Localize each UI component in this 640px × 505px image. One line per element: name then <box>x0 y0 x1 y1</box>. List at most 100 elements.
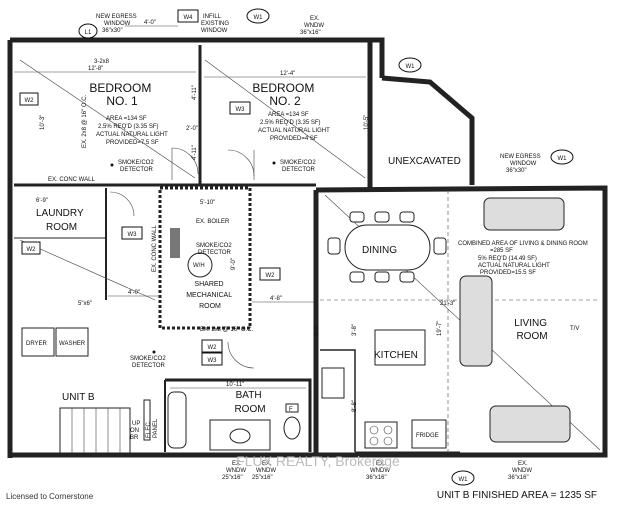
tag-w1-bottom-text: W1 <box>459 477 469 483</box>
stair <box>59 407 131 454</box>
unit-label: UNIT B <box>62 392 95 403</box>
sofa-top <box>483 197 565 231</box>
tag-w2-bath-text: W2 <box>208 345 218 351</box>
license-label: Licensed to Cornerstone <box>6 492 94 501</box>
tag-w2-b1: W2 <box>19 92 39 106</box>
fridge-label: FRIDGE <box>416 433 439 439</box>
living-dining-info: COMBINED AREA OF LIVING & DINING ROOM =2… <box>458 241 589 276</box>
tag-w3-b2-text: W3 <box>236 107 246 113</box>
dim-9-0: 9'-0" <box>231 258 237 270</box>
corridor-detector: SMOKE/CO2 DETECTOR <box>130 356 167 369</box>
ref-line-laundry <box>19 239 156 301</box>
top-outer-wall <box>10 37 385 78</box>
vanity <box>209 419 271 451</box>
dim-12-8: 12'-8" <box>88 66 103 72</box>
dim-10-5: 10'-5" <box>364 115 370 130</box>
tag-w2-b1-text: W2 <box>25 98 35 104</box>
stove <box>364 421 398 449</box>
tag-w1-top-text: W1 <box>254 15 264 21</box>
dim-3-8: 3'-8" <box>352 324 358 336</box>
window-notes: NEW EGRESS WINDOW 36"x30" INFILL EXISTIN… <box>96 14 542 481</box>
note-new-egress-right: NEW EGRESS WINDOW 36"x30" <box>500 154 542 174</box>
water-heater <box>187 252 213 278</box>
watermark: FLUX REALTY, Brokerage <box>236 453 400 469</box>
washer <box>55 327 89 357</box>
boiler <box>170 228 180 258</box>
note-conc-wall-b1: EX. CONC WALL <box>48 177 95 183</box>
tag-w3-b2: W3 <box>229 101 251 115</box>
kitchen-sink <box>321 367 345 399</box>
note-infill-window: INFILL EXISTING WINDOW <box>201 14 231 34</box>
note-ex-wndw-bath2: EX. WNDW 25"x16" <box>252 461 278 481</box>
floor-drain <box>285 403 299 413</box>
tag-w1-right-text: W1 <box>406 64 416 70</box>
dining-area: DINING <box>327 211 447 283</box>
dim-19-7: 19'-7" <box>437 321 443 336</box>
elec-panel-label: ELEC. PANEL <box>146 418 159 438</box>
dimensions: 4'-0" 12'-8" 12'-4" 10'-3" 4'-11" 4'-11"… <box>14 20 455 412</box>
bathroom: BATH ROOM F <box>167 390 301 451</box>
door-b1 <box>171 147 199 175</box>
tag-w3-bath: W3 <box>201 352 223 366</box>
dim-10-3: 10'-3" <box>40 115 46 130</box>
detector-dot-b1 <box>110 163 114 167</box>
dim-10-11: 10'-11" <box>226 382 244 388</box>
note-joist-top: 3-2x8 <box>94 59 110 65</box>
dining-label: DINING <box>362 245 397 256</box>
tag-w1-egress: W1 <box>550 149 574 165</box>
ref-line-b1 <box>19 59 196 179</box>
bedroom-2: BEDROOM NO. 2 AREA =134 SF 2.5% REQ'D (3… <box>252 81 331 173</box>
dim-12-4: 12'-4" <box>280 71 295 77</box>
dim-4-11b: 4'-11" <box>192 145 198 160</box>
note-ex-wndw-kitchen: EX. WNDW 36"x16" <box>366 461 392 481</box>
bedroom-1-info: AREA =134 SF 2.5% REQ'D (3.35 SF) ACTUAL… <box>96 116 169 146</box>
dryer-label: DRYER <box>26 341 48 347</box>
dim-5-10: 5'-10" <box>200 200 215 206</box>
note-new-egress-top: NEW EGRESS WINDOW 36"x30" <box>96 14 138 34</box>
tag-l1-text: L1 <box>85 30 92 36</box>
window-tags: L1 W4 W1 W1 W2 W3 W1 W3 <box>19 8 574 486</box>
fridge <box>411 419 447 449</box>
dim-8-8: 8'-8" <box>352 400 358 412</box>
tag-w2-mech-text: W2 <box>266 273 276 279</box>
tag-w2-mech: W2 <box>259 267 281 281</box>
tv-label: T/V <box>570 326 579 332</box>
bedroom-1-name: BEDROOM NO. 1 <box>89 81 154 108</box>
dim-6-9: 6'-9" <box>36 198 48 204</box>
bath-wall <box>165 378 312 452</box>
tag-l1: L1 <box>78 23 98 39</box>
dim-4-0-mid: 4'-0" <box>128 290 140 296</box>
mechanical-room: EX. BOILER W/H SMOKE/CO2 DETECTOR SHARED… <box>170 219 234 310</box>
tag-w2-laundry: W2 <box>21 241 41 255</box>
note-ex-wndw-living: EX. WNDW 36"x16" <box>508 461 534 481</box>
tag-w3-laundry: W3 <box>121 226 143 240</box>
kitchen-area: KITCHEN FRIDGE <box>321 329 447 449</box>
mech-name: SHARED MECHANICAL ROOM <box>186 281 234 310</box>
door-bath <box>227 341 255 369</box>
stair-treads <box>71 408 121 453</box>
dining-table <box>344 224 431 271</box>
kitchen-label: KITCHEN <box>374 350 418 361</box>
laundry-room: LAUNDRY ROOM DRYER WASHER <box>21 208 89 357</box>
washer-label: WASHER <box>59 341 86 347</box>
laundry-name: LAUNDRY ROOM <box>36 208 86 233</box>
living-outer-wall <box>313 185 608 458</box>
wh-label: W/H <box>193 263 205 269</box>
bedroom-2-info: AREA =134 SF 2.5% REQ'D (3.35 SF) ACTUAL… <box>258 112 331 142</box>
finished-area-label: UNIT B FINISHED AREA = 1235 SF <box>437 490 597 501</box>
tag-w2-bath: W2 <box>201 339 223 353</box>
tag-w2-laundry-text: W2 <box>27 247 37 253</box>
mech-detector: SMOKE/CO2 DETECTOR <box>196 243 233 256</box>
kitchen-island <box>374 329 426 366</box>
dim-2-0: 2'-0" <box>186 126 198 132</box>
drain-label: F <box>289 407 293 413</box>
living-name: LIVING ROOM <box>514 318 550 342</box>
bedroom-2-name: BEDROOM NO. 2 <box>252 81 317 108</box>
tag-w1-top: W1 <box>246 8 270 24</box>
bath-name: BATH ROOM <box>234 390 265 415</box>
unexcavated-outer-wall <box>381 75 475 185</box>
bathtub <box>167 391 187 449</box>
note-conc-wall-laundry: EX. CONC WALL <box>152 225 158 272</box>
living-area: COMBINED AREA OF LIVING & DINING ROOM =2… <box>458 197 589 443</box>
